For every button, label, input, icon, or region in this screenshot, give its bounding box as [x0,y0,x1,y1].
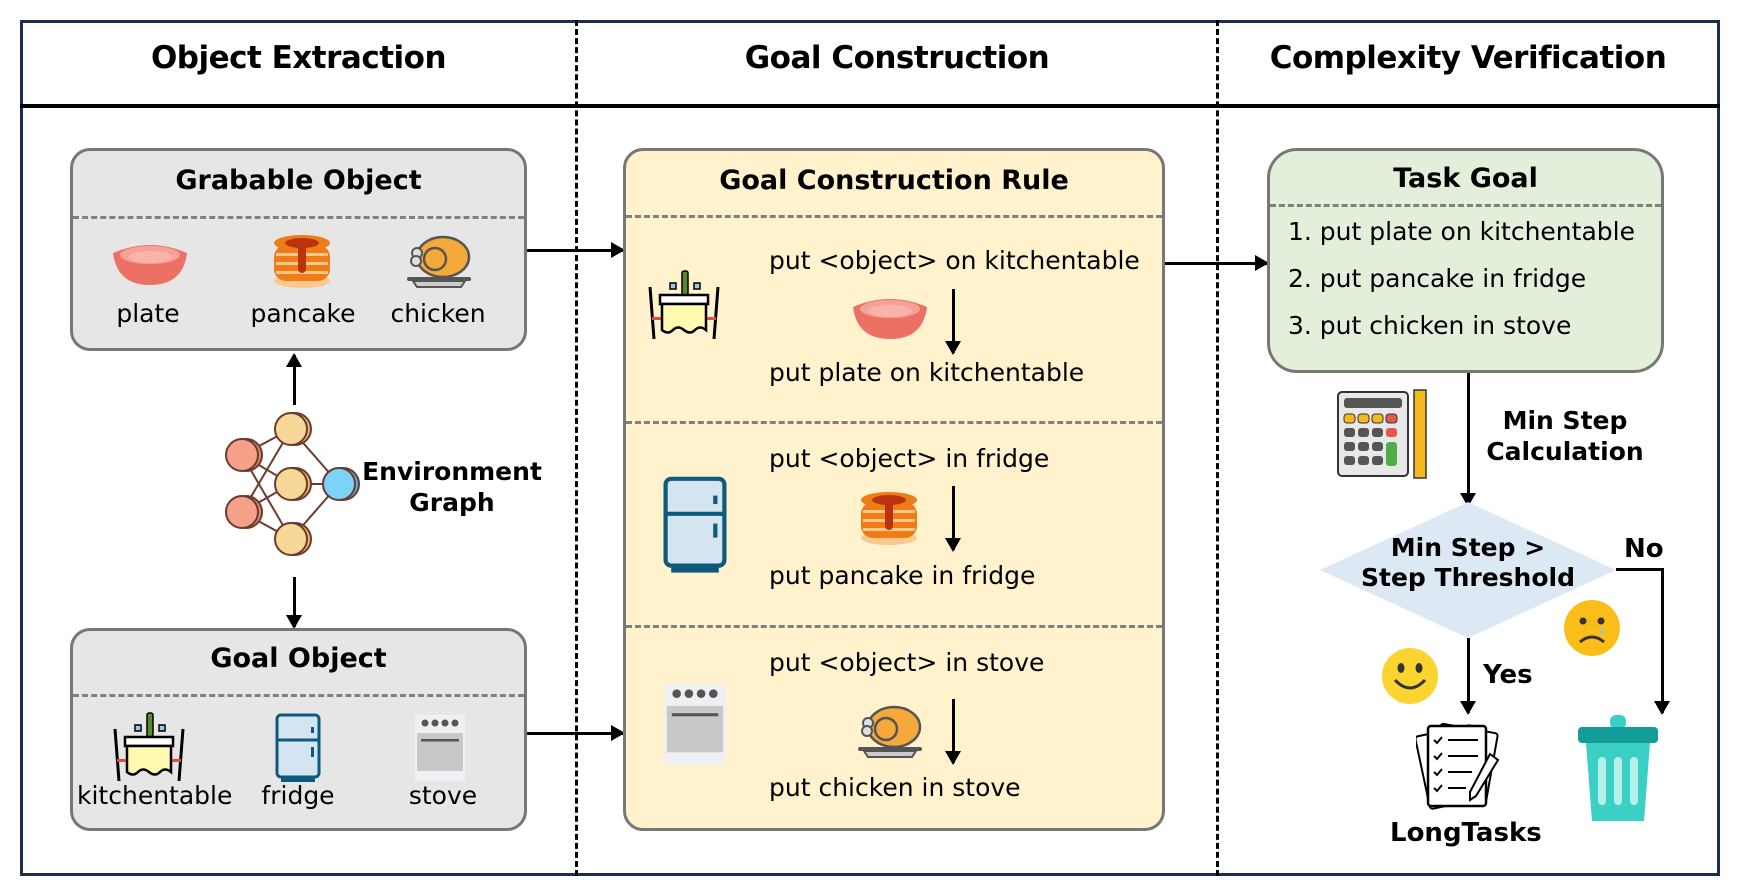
arrow-to-longtasks [1460,638,1476,715]
goal-object-title: Goal Object [210,643,387,674]
pancake-icon [861,492,917,545]
stove-icon [664,683,726,765]
kitchentable-icon [113,712,185,782]
arrow-grabable-to-rules [527,242,625,258]
rule-arrow [945,289,961,355]
box-divider [626,421,1162,424]
plate-icon [853,299,927,339]
task-goal-box: Task Goal 1. put plate on kitchentable 2… [1267,148,1664,373]
trash-icon [1578,715,1658,821]
plate-icon [113,245,187,285]
goal-object-item-label: kitchentable [77,781,233,810]
task-goal-item: 2. put pancake in fridge [1288,264,1587,293]
arrow-goal-object-to-rules [527,725,625,741]
rule-template: put <object> on kitchentable [769,246,1140,275]
no-label: No [1624,534,1664,564]
box-divider [73,216,524,219]
environment-graph-line1: Environment [362,457,542,486]
decision-line1: Min Step > [1390,533,1546,562]
chicken-icon [407,235,471,288]
column-divider-2 [1216,20,1219,876]
happy-face-icon [1382,648,1438,704]
diagram-frame [20,20,1720,876]
arrow-to-grabable [286,353,302,405]
arrow-to-decision [1460,373,1476,507]
no-branch-line [1616,568,1664,571]
chicken-icon [858,705,922,758]
pancake-icon [274,235,330,288]
stove-icon [415,715,465,781]
min-step-label: Min Step Calculation [1475,405,1655,467]
rule-result: put pancake in fridge [769,561,1036,590]
column-title-complexity-verification: Complexity Verification [1269,40,1667,76]
decision-label: Min Step > Step Threshold [1340,533,1596,593]
arrow-to-trash [1654,568,1670,715]
rule-arrow [945,699,961,765]
box-divider [626,625,1162,628]
arrow-to-goal-object [286,577,302,629]
rule-box-title: Goal Construction Rule [719,165,1069,196]
grabable-item-label: pancake [250,299,356,328]
longtasks-document-icon [1416,723,1500,810]
grabable-item-label: plate [116,299,180,328]
rule-template: put <object> in fridge [769,444,1050,473]
arrow-rules-to-task-goal [1165,255,1269,271]
decision-diamond [1320,502,1616,638]
grabable-item-label: chicken [390,299,486,328]
calculator-icon [1337,389,1427,479]
box-divider [626,215,1162,218]
grabable-object-title: Grabable Object [175,165,422,196]
goal-object-box: Goal Object kitchentable fridge stove [70,628,527,831]
column-title-goal-construction: Goal Construction [744,40,1050,76]
goal-object-item-label: stove [408,781,478,810]
task-goal-title: Task Goal [1393,163,1538,194]
environment-graph-icon [225,412,360,556]
task-goal-item: 1. put plate on kitchentable [1288,217,1635,246]
column-title-object-extraction: Object Extraction [150,40,447,76]
fridge-icon [663,476,727,573]
fridge-icon [275,713,321,782]
decision-line2: Step Threshold [1361,563,1575,592]
sad-face-icon [1564,600,1620,656]
task-goal-item: 3. put chicken in stove [1288,311,1572,340]
rule-arrow [945,486,961,552]
longtasks-label: LongTasks [1390,818,1542,848]
environment-graph-label: Environment Graph [362,456,542,518]
goal-object-item-label: fridge [261,781,335,810]
box-divider [1270,204,1661,207]
yes-label: Yes [1483,660,1533,690]
column-divider-1 [575,20,578,876]
environment-graph-line2: Graph [409,488,495,517]
box-divider [73,694,524,697]
header-divider [20,104,1720,108]
goal-construction-rule-box: Goal Construction Rule put <object> on k… [623,148,1165,831]
min-step-line2: Calculation [1486,437,1644,466]
rule-template: put <object> in stove [769,648,1045,677]
rule-result: put chicken in stove [769,773,1021,802]
kitchentable-icon [648,270,720,340]
min-step-line1: Min Step [1502,406,1628,435]
grabable-object-box: Grabable Object plate pancake chicken [70,148,527,351]
rule-result: put plate on kitchentable [769,358,1085,387]
